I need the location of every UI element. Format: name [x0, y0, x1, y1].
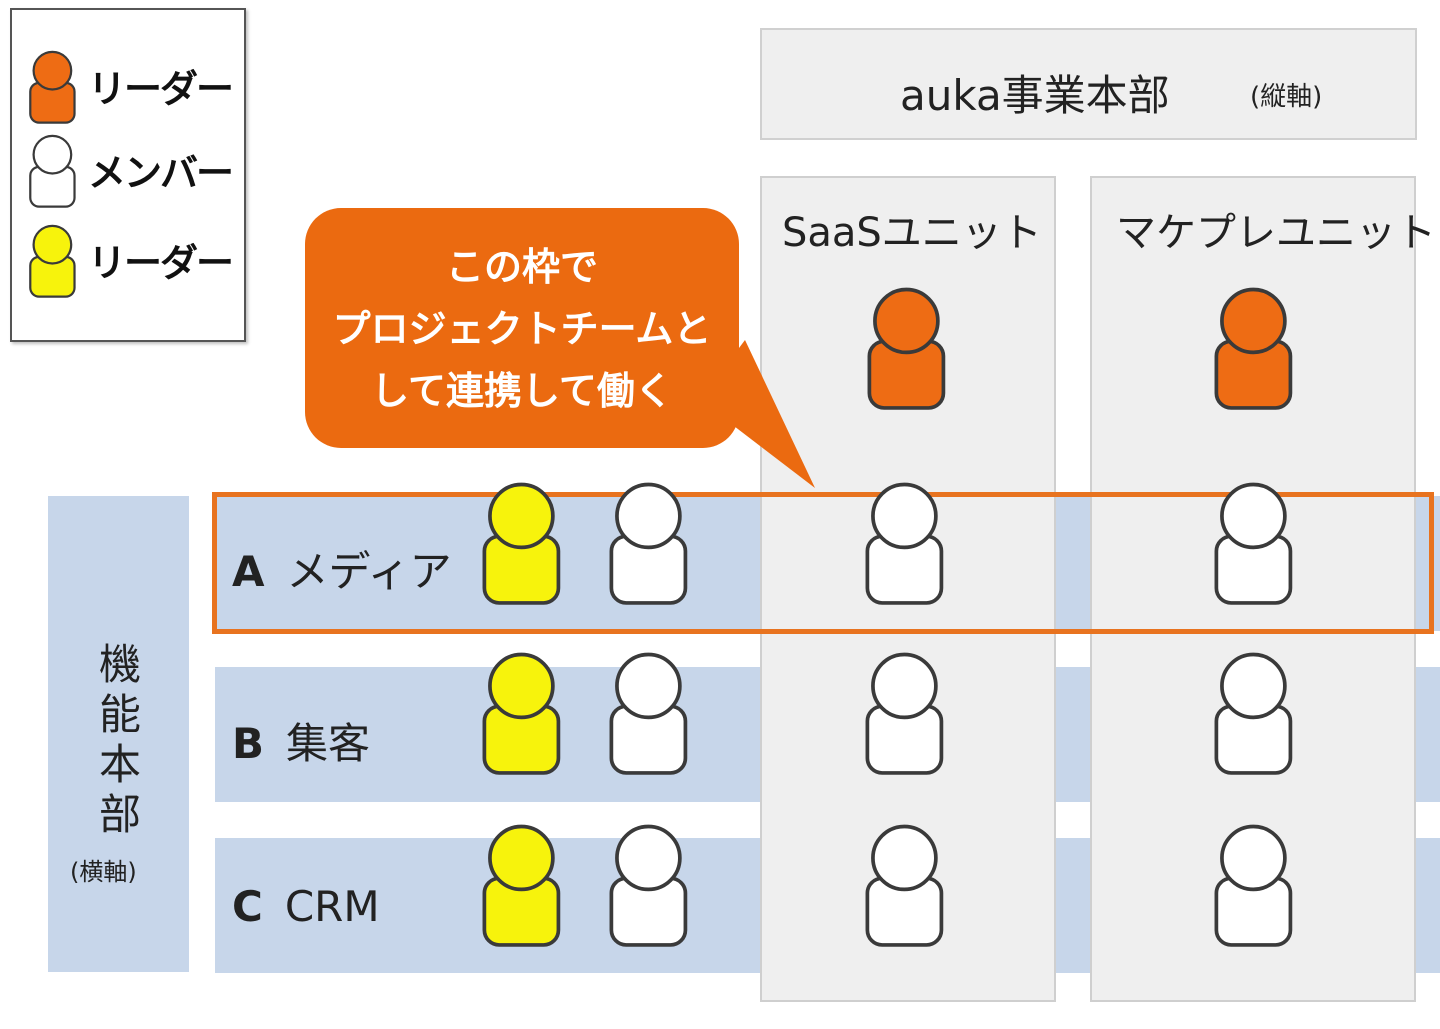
- department-axis-label: (縦軸): [1250, 82, 1323, 112]
- row-letter: B: [232, 719, 265, 768]
- row-b-makepre-member-person-icon: [1214, 652, 1292, 775]
- row-letter: A: [232, 547, 265, 596]
- row-c-member-person-icon: [609, 824, 687, 947]
- row-a-leader-person-icon: [482, 482, 560, 605]
- callout-line-2: プロジェクトチームと: [332, 307, 712, 351]
- row-c-makepre-member-person-icon: [1214, 824, 1292, 947]
- legend-leader-yellow-icon: [28, 224, 76, 298]
- function-division-label: 機能本部: [98, 640, 141, 839]
- legend-label-leader-yellow: リーダー: [88, 241, 234, 285]
- unit-label-saas: SaaSユニット: [782, 210, 1042, 256]
- function-axis-label: (横軸): [70, 858, 137, 886]
- row-c-leader-person-icon: [482, 824, 560, 947]
- row-letter: C: [232, 882, 263, 931]
- callout-line-1: この枠で: [445, 245, 598, 289]
- legend-label-leader-orange: リーダー: [88, 67, 234, 111]
- row-b-leader-person-icon: [482, 652, 560, 775]
- department-title: auka事業本部: [900, 71, 1170, 120]
- row-c-saas-member-person-icon: [865, 824, 943, 947]
- legend-label-member: メンバー: [88, 151, 234, 195]
- legend-member-icon: [28, 134, 76, 208]
- callout-line-3: して連携して働く: [371, 369, 673, 413]
- callout-text: この枠で プロジェクトチームと して連携して働く: [305, 236, 739, 422]
- makepre-leader-person-icon: [1214, 287, 1292, 410]
- row-label-b: B 集客: [232, 710, 370, 771]
- callout-bubble: [305, 208, 739, 448]
- row-name: CRM: [284, 882, 380, 931]
- row-label-c: C CRM: [232, 882, 380, 931]
- legend-leader-orange-icon: [28, 50, 76, 124]
- row-label-a: A メディア: [232, 538, 452, 599]
- function-division-box: [48, 496, 189, 972]
- project-team-highlight-frame: [212, 492, 1434, 634]
- row-a-makepre-member-person-icon: [1214, 482, 1292, 605]
- row-name: 集客: [286, 719, 371, 768]
- row-b-member-person-icon: [609, 652, 687, 775]
- row-b-saas-member-person-icon: [865, 652, 943, 775]
- saas-leader-person-icon: [867, 287, 945, 410]
- row-name: メディア: [286, 547, 452, 596]
- row-a-saas-member-person-icon: [865, 482, 943, 605]
- department-header: [760, 28, 1417, 140]
- unit-label-makepre: マケプレユニット: [1116, 210, 1436, 256]
- row-a-member-person-icon: [609, 482, 687, 605]
